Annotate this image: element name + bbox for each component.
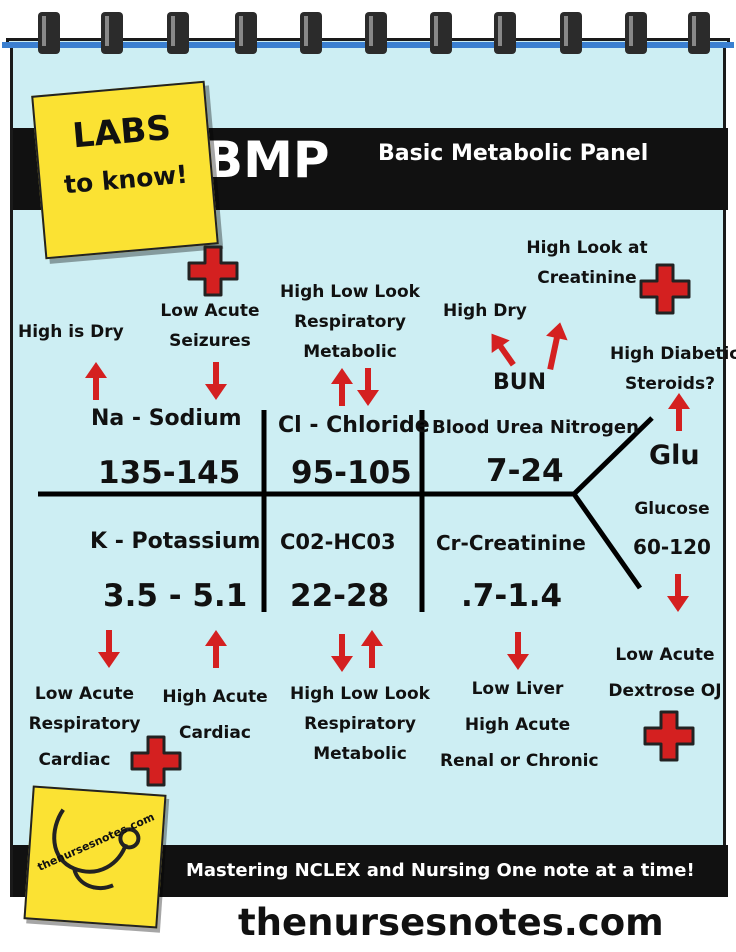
co2-note-1: High Low Look xyxy=(290,684,430,704)
bun-label: BUN xyxy=(493,370,547,395)
glucose-label: Glu xyxy=(649,440,700,471)
sodium-low-note-1: Low Acute xyxy=(160,301,260,321)
co2-note-2: Respiratory xyxy=(304,714,416,734)
chloride-note-3: Metabolic xyxy=(303,342,397,362)
creatinine-note-3: Renal or Chronic xyxy=(440,751,599,771)
potassium-range: 3.5 - 5.1 xyxy=(103,578,248,614)
bun-name: Blood Urea Nitrogen xyxy=(432,417,639,438)
footer-website[interactable]: thenursesnotes.com xyxy=(238,901,664,944)
potassium-name: K - Potassium xyxy=(90,529,261,554)
chloride-range: 95-105 xyxy=(291,455,412,491)
creatinine-name: Cr-Creatinine xyxy=(436,531,586,555)
sodium-name: Na - Sodium xyxy=(91,406,242,431)
creatinine-note-2: High Acute xyxy=(464,715,571,735)
arrow-up-icon xyxy=(331,368,353,406)
chloride-note-1: High Low Look xyxy=(280,282,420,302)
potassium-low-note-3: Cardiac xyxy=(38,750,111,770)
fishbone-branch-upper xyxy=(572,416,654,496)
co2-name: C02-HC03 xyxy=(280,530,396,554)
stethoscope-icon xyxy=(52,808,141,891)
potassium-low-note-1: Low Acute xyxy=(34,684,135,704)
glucose-low-note-2: Dextrose OJ xyxy=(608,681,722,701)
chloride-name: Cl - Chloride xyxy=(278,413,430,438)
bun-high-look-1: High Look at xyxy=(526,238,648,258)
spiral-binding xyxy=(38,12,710,54)
arrow-up-icon xyxy=(205,630,227,668)
header-subtitle: Basic Metabolic Panel xyxy=(378,141,649,166)
bun-high-look-2: Creatinine xyxy=(537,268,637,288)
glucose-range: 60-120 xyxy=(633,535,711,559)
potassium-high-note-1: High Acute xyxy=(162,687,268,707)
red-cross-icon xyxy=(187,245,239,297)
potassium-high-note-2: Cardiac xyxy=(179,723,251,743)
arrow-down-icon xyxy=(667,574,689,612)
creatinine-range: .7-1.4 xyxy=(461,578,563,614)
sodium-range: 135-145 xyxy=(98,455,241,491)
arrow-down-icon xyxy=(331,634,353,672)
arrow-up-left-icon xyxy=(483,327,523,371)
sticky-note-logo: thenursesnotes.com xyxy=(23,785,167,929)
potassium-low-note-2: Respiratory xyxy=(28,714,141,734)
arrow-down-icon xyxy=(357,368,379,406)
arrow-up-icon xyxy=(85,362,107,400)
bun-range: 7-24 xyxy=(486,453,564,489)
bun-high-dry: High Dry xyxy=(443,301,527,321)
co2-note-3: Metabolic xyxy=(313,744,407,764)
arrow-up-icon xyxy=(361,630,383,668)
chloride-note-2: Respiratory xyxy=(294,312,406,332)
arrow-up-icon xyxy=(546,322,568,371)
arrow-down-icon xyxy=(205,362,227,400)
header-title: BMP xyxy=(205,131,330,189)
glucose-low-note-1: Low Acute xyxy=(615,645,715,665)
creatinine-note-1: Low Liver xyxy=(471,679,564,699)
sodium-low-note-2: Seizures xyxy=(169,331,251,351)
footer-tagline: Mastering NCLEX and Nursing One note at … xyxy=(186,860,695,881)
sodium-high-note: High is Dry xyxy=(18,322,124,342)
fishbone-branch-lower xyxy=(571,492,643,590)
glucose-name: Glucose xyxy=(634,499,710,519)
red-cross-icon xyxy=(643,710,695,762)
arrow-down-icon xyxy=(98,630,120,668)
glucose-high-note-1: High Diabetic xyxy=(610,344,736,364)
arrow-down-icon xyxy=(507,632,529,670)
glucose-high-note-2: Steroids? xyxy=(625,374,715,394)
co2-range: 22-28 xyxy=(290,578,390,614)
